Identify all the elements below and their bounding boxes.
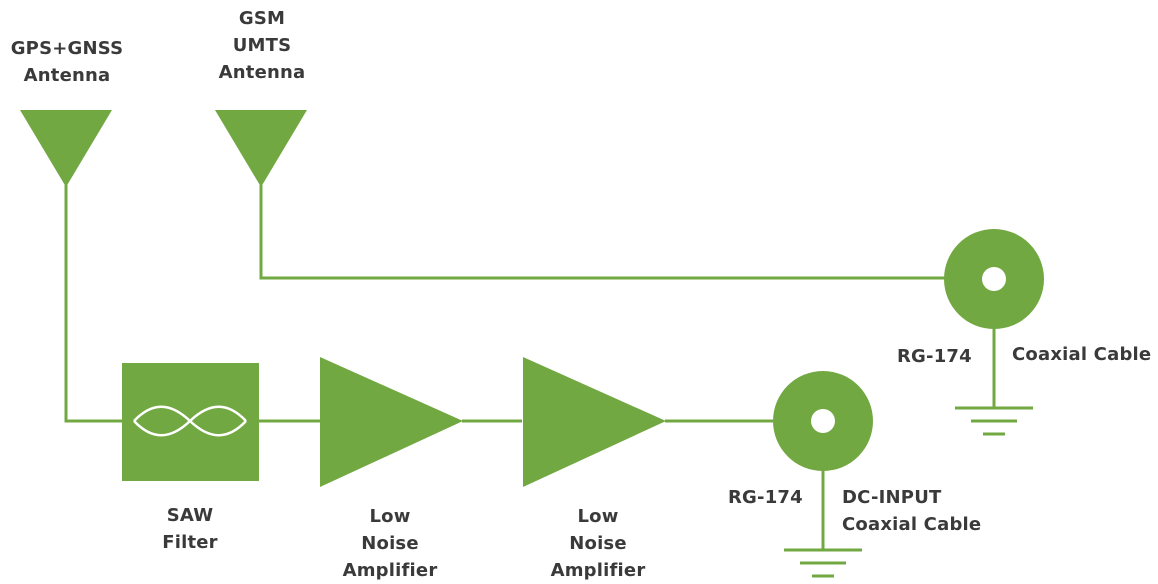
gsm-signal-wire <box>259 185 946 280</box>
amplifier-2-icon <box>523 357 666 487</box>
gps-signal-wire <box>64 185 122 423</box>
upper-cable-type-label: RG-174 <box>897 346 972 367</box>
upper-cable-desc-label: Coaxial Cable <box>1012 344 1152 365</box>
lower-coax-connector-icon <box>773 371 873 471</box>
gps-antenna-label: GPS+GNSS Antenna <box>10 38 124 86</box>
amplifier-1-icon <box>320 357 463 487</box>
lower-cable-desc-label: DC-INPUT Coaxial Cable <box>842 487 982 535</box>
gsm-antenna-label: GSM UMTS Antenna <box>218 8 306 83</box>
upper-ground-icon <box>955 406 1033 436</box>
saw-filter-icon <box>122 363 259 481</box>
lower-ground-icon <box>784 548 862 578</box>
lna-2-label: Low Noise Amplifier <box>550 506 646 581</box>
gsm-antenna-icon <box>215 110 307 187</box>
upper-coax-connector-icon <box>944 229 1044 329</box>
gps-antenna-icon <box>20 110 112 187</box>
lower-cable-type-label: RG-174 <box>728 487 803 508</box>
saw-filter-label: SAW Filter <box>162 505 218 553</box>
lna-1-label: Low Noise Amplifier <box>342 506 438 581</box>
